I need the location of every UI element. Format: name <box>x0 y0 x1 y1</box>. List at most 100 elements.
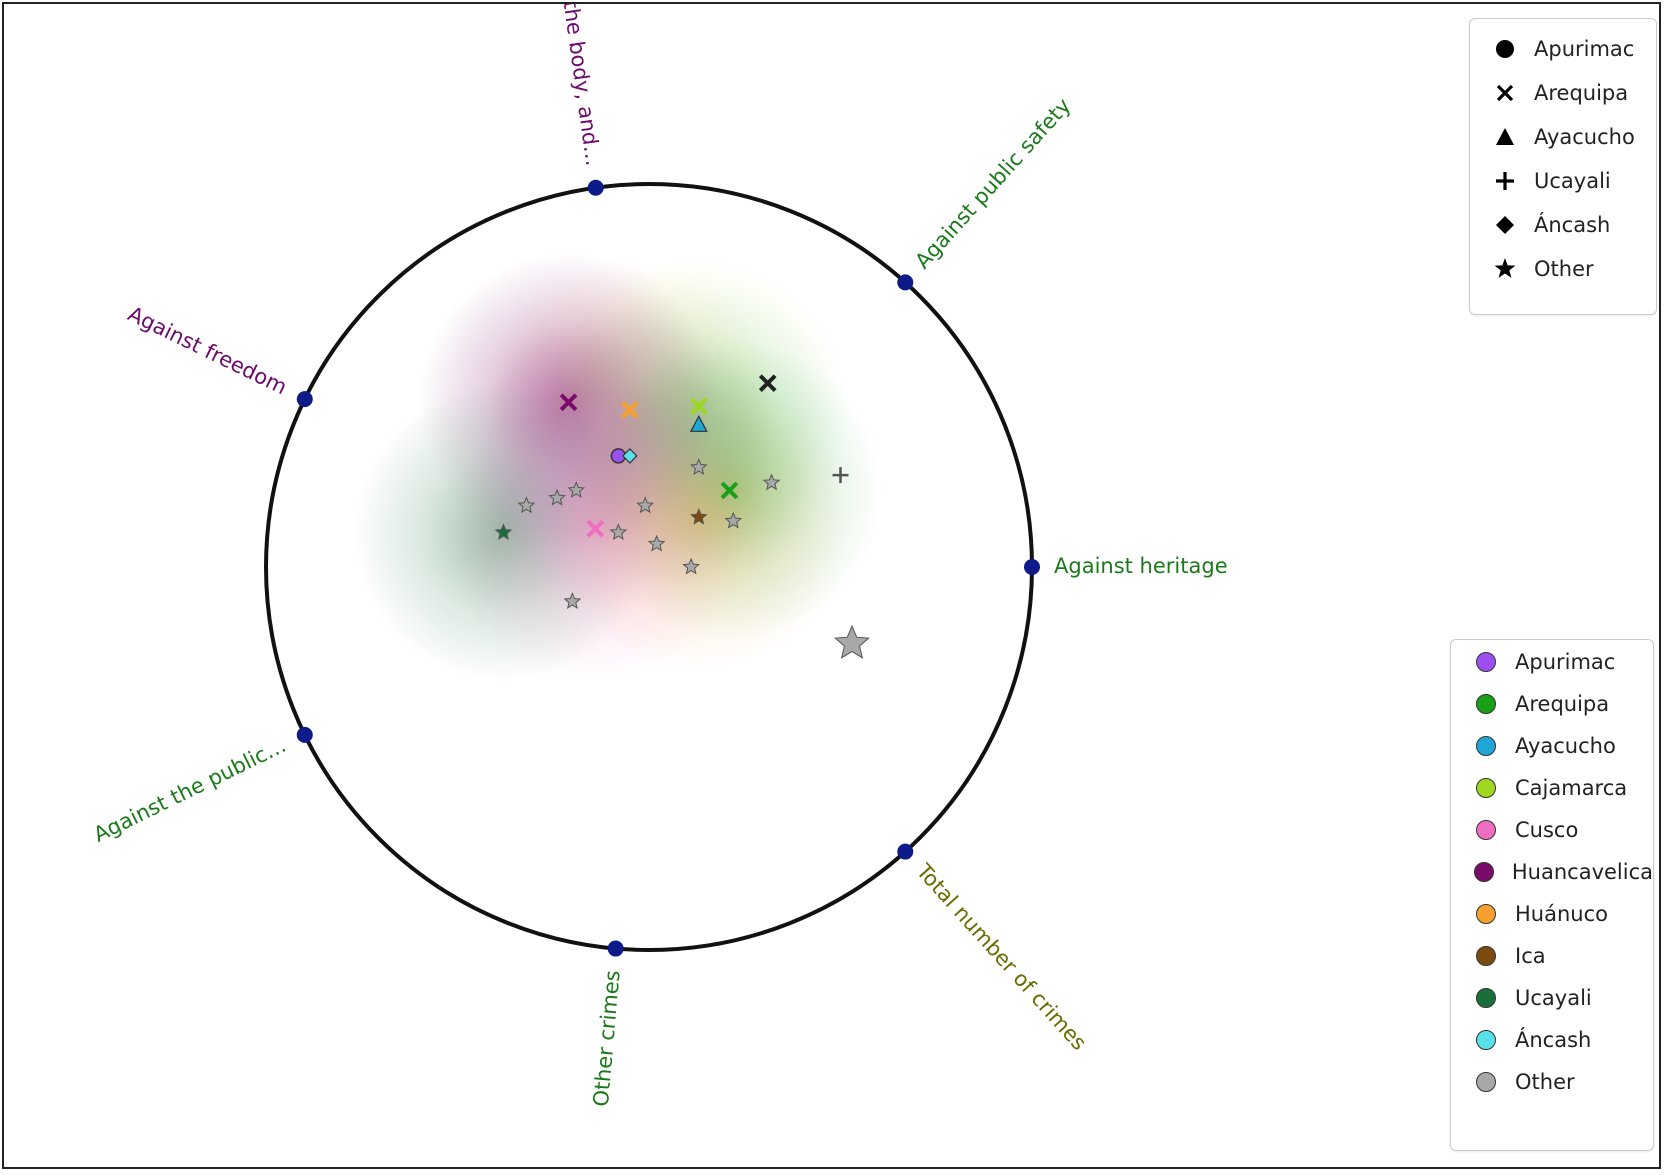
anchor-dot <box>607 940 624 957</box>
circle-icon <box>1496 40 1514 58</box>
data-point <box>621 401 639 419</box>
shape-legend-item-label: Apurimac <box>1534 37 1635 61</box>
data-point <box>689 415 708 432</box>
color-legend-item-symbol <box>1471 647 1501 677</box>
shape-legend-item-other: Other <box>1470 251 1656 287</box>
anchor-dot <box>296 726 313 743</box>
color-legend-item-label: Ucayali <box>1515 986 1592 1010</box>
color-legend-item-other: Other <box>1451 1064 1653 1100</box>
color-legend-item-label: Ayacucho <box>1515 734 1616 758</box>
color-legend-item-huanuco: Huánuco <box>1451 896 1653 932</box>
shape-legend-item-ayacucho: Ayacucho <box>1470 119 1656 155</box>
anchor-label: Against life, the body, and… <box>540 4 605 167</box>
data-point <box>682 557 700 575</box>
color-legend-item-label: Other <box>1515 1070 1575 1094</box>
color-legend-item-label: Apurimac <box>1515 650 1616 674</box>
color-swatch <box>1476 1030 1496 1050</box>
shape-legend-item-label: Ayacucho <box>1534 125 1635 149</box>
data-point <box>689 458 708 475</box>
anchor-label: Total number of crimes <box>911 859 1091 1055</box>
color-legend-item-symbol <box>1471 815 1501 845</box>
color-legend-item-symbol <box>1471 773 1501 803</box>
color-swatch <box>1476 1072 1496 1092</box>
data-point <box>517 496 536 514</box>
anchor-label: Against heritage <box>1054 554 1228 578</box>
data-point <box>689 507 708 525</box>
color-legend-item-label: Huancavelica <box>1511 860 1653 884</box>
shape-legend-item-label: Other <box>1534 257 1594 281</box>
data-point <box>494 523 513 541</box>
shape-legend-item-arequipa: Arequipa <box>1470 75 1656 111</box>
color-legend-item-huancavelica: Huancavelica <box>1451 854 1653 890</box>
color-legend-item-label: Cajamarca <box>1515 776 1628 800</box>
color-swatch <box>1476 736 1496 756</box>
data-point <box>724 511 743 529</box>
color-swatch <box>1476 694 1496 714</box>
data-point <box>832 467 849 484</box>
data-point <box>548 488 566 506</box>
color-swatch <box>1476 820 1496 840</box>
anchor-label: Other crimes <box>589 969 625 1107</box>
data-point <box>559 393 578 412</box>
color-legend-item-symbol <box>1471 731 1501 761</box>
shape-legend-item-symbol <box>1490 122 1520 152</box>
point-layer <box>494 374 870 659</box>
color-legend-item-symbol <box>1471 1067 1501 1097</box>
shape-legend-item-ancash: Áncash <box>1470 207 1656 243</box>
color-swatch <box>1476 904 1496 924</box>
color-legend-item-symbol <box>1471 857 1498 887</box>
shape-legend-item-label: Arequipa <box>1534 81 1629 105</box>
color-legend-item-ayacucho: Ayacucho <box>1451 728 1653 764</box>
color-legend-item-symbol <box>1471 689 1501 719</box>
data-point <box>567 481 586 498</box>
color-swatch <box>1476 652 1496 672</box>
color-legend-item-ucayali: Ucayali <box>1451 980 1653 1016</box>
diamond-icon <box>1496 216 1514 234</box>
color-legend-item-symbol <box>1471 983 1501 1013</box>
color-legend-item-symbol <box>1471 941 1501 971</box>
color-legend-item-cajamarca: Cajamarca <box>1451 770 1653 806</box>
data-point <box>636 496 655 514</box>
data-point <box>720 481 739 500</box>
anchor-label: Against freedom <box>124 302 291 400</box>
star-icon <box>1494 258 1516 278</box>
color-swatch <box>1476 988 1496 1008</box>
shape-legend-item-symbol <box>1490 254 1520 284</box>
color-legend-item-label: Cusco <box>1515 818 1579 842</box>
shape-legend-item-label: Áncash <box>1534 213 1611 237</box>
shape-legend-item-symbol <box>1490 78 1520 108</box>
anchor-label: Against public safety <box>910 94 1075 274</box>
color-legend-item-cusco: Cusco <box>1451 812 1653 848</box>
data-point <box>762 473 781 491</box>
color-legend-item-label: Ica <box>1515 944 1546 968</box>
plus-icon <box>1496 172 1514 190</box>
color-swatch <box>1474 862 1495 882</box>
x-icon <box>1496 84 1514 102</box>
radviz-chart: Against life, the body, and… Against publ… <box>90 4 1228 1108</box>
triangle-icon <box>1496 128 1514 145</box>
data-point <box>758 374 777 392</box>
data-point <box>609 523 628 541</box>
color-legend-item-ica: Ica <box>1451 938 1653 974</box>
anchor-dot <box>587 179 604 196</box>
shape-legend-item-symbol <box>1490 34 1520 64</box>
density-background <box>353 252 884 683</box>
anchor-dot <box>296 391 313 408</box>
color-legend-item-apurimac: Apurimac <box>1451 644 1653 680</box>
anchor-dot <box>1024 559 1040 575</box>
anchor-label: Against the public… <box>90 733 290 847</box>
color-legend-item-label: Huánuco <box>1515 902 1608 926</box>
data-point <box>647 534 666 552</box>
color-swatch <box>1476 946 1496 966</box>
color-legend-item-symbol <box>1471 899 1501 929</box>
color-legend-item-ancash: Áncash <box>1451 1022 1653 1058</box>
color-swatch <box>1476 778 1496 798</box>
shape-legend-item-apurimac: Apurimac <box>1470 31 1656 67</box>
data-point <box>689 397 708 415</box>
color-legend-item-arequipa: Arequipa <box>1451 686 1653 722</box>
data-point <box>563 592 582 609</box>
color-legend-item-label: Arequipa <box>1515 692 1610 716</box>
